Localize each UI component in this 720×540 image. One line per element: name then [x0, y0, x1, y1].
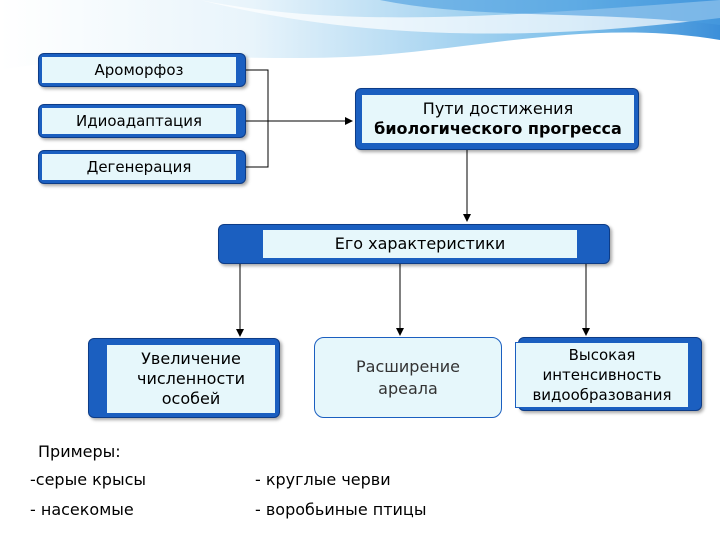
paths-to-progress-box: Пути достижения биологического прогресса: [355, 88, 639, 150]
high-line-2: интенсивность: [542, 366, 662, 384]
example-item: - насекомые: [30, 500, 134, 519]
idioadaptation-label: Идиоадаптация: [42, 108, 236, 134]
high-line-1: Высокая: [568, 346, 636, 364]
examples-title: Примеры:: [38, 442, 121, 461]
example-item: -серые крысы: [30, 470, 147, 489]
bracket-line: [246, 69, 269, 168]
paths-line-2: биологического прогресса: [374, 119, 622, 138]
increase-line-3: особей: [161, 389, 221, 408]
aromorphosis-label: Ароморфоз: [42, 57, 236, 83]
idioadaptation-box: Идиоадаптация: [38, 104, 246, 138]
range-expansion-box: Расширение ареала: [314, 337, 502, 418]
example-item: - воробьиные птицы: [255, 500, 427, 519]
increase-numbers-box: Увеличение численности особей: [88, 338, 280, 418]
paths-line-1: Пути достижения: [422, 99, 574, 118]
increase-line-1: Увеличение: [141, 349, 241, 368]
degeneration-label: Дегенерация: [42, 154, 236, 180]
paths-to-progress-label: Пути достижения биологического прогресса: [362, 95, 634, 143]
characteristics-label: Его характеристики: [263, 230, 577, 258]
expand-line-1: Расширение: [356, 356, 460, 376]
increase-numbers-label: Увеличение численности особей: [107, 345, 275, 413]
expand-line-2: ареала: [378, 378, 438, 398]
characteristics-box: Его характеристики: [218, 224, 610, 264]
high-line-3: видообразования: [532, 386, 672, 404]
speciation-intensity-box: Высокая интенсивность видообразования: [515, 337, 702, 411]
speciation-intensity-label: Высокая интенсивность видообразования: [515, 342, 689, 408]
aromorphosis-box: Ароморфоз: [38, 53, 246, 87]
example-item: - круглые черви: [255, 470, 391, 489]
increase-line-2: численности: [137, 369, 245, 388]
degeneration-box: Дегенерация: [38, 150, 246, 184]
